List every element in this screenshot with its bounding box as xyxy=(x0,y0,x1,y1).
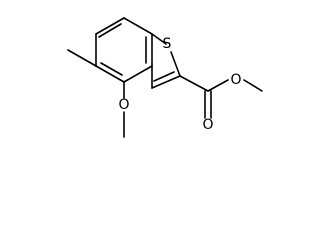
bond-c6-methyl xyxy=(67,49,97,67)
sulfur-label: S xyxy=(163,36,172,52)
bond-c4-c3a xyxy=(123,65,153,83)
carbonyl-oxygen-label: O xyxy=(202,117,213,133)
ester-oxygen-label: O xyxy=(230,72,241,88)
structural-formula: S O O O xyxy=(67,17,263,138)
atom-labels: S O O O xyxy=(118,36,241,133)
methoxy-oxygen-label: O xyxy=(118,97,129,113)
bond-ester-o-methyl xyxy=(243,79,263,92)
bond-c2-c3 xyxy=(151,75,181,89)
bond-s-c2 xyxy=(170,51,181,77)
bond-c2-c3-inner xyxy=(153,71,175,82)
bond-carbonyl-ester-o xyxy=(207,79,229,92)
bond-c2-carbonyl xyxy=(179,75,209,92)
bond-c7a-c7 xyxy=(123,17,153,35)
bond-c7-c6 xyxy=(95,17,125,35)
bond-c7-c6-inner xyxy=(98,23,122,38)
bonds xyxy=(67,17,263,138)
bond-c7a-s xyxy=(151,33,167,45)
bond-c5-c4-inner xyxy=(100,62,123,76)
bond-c5-c4 xyxy=(95,65,125,83)
